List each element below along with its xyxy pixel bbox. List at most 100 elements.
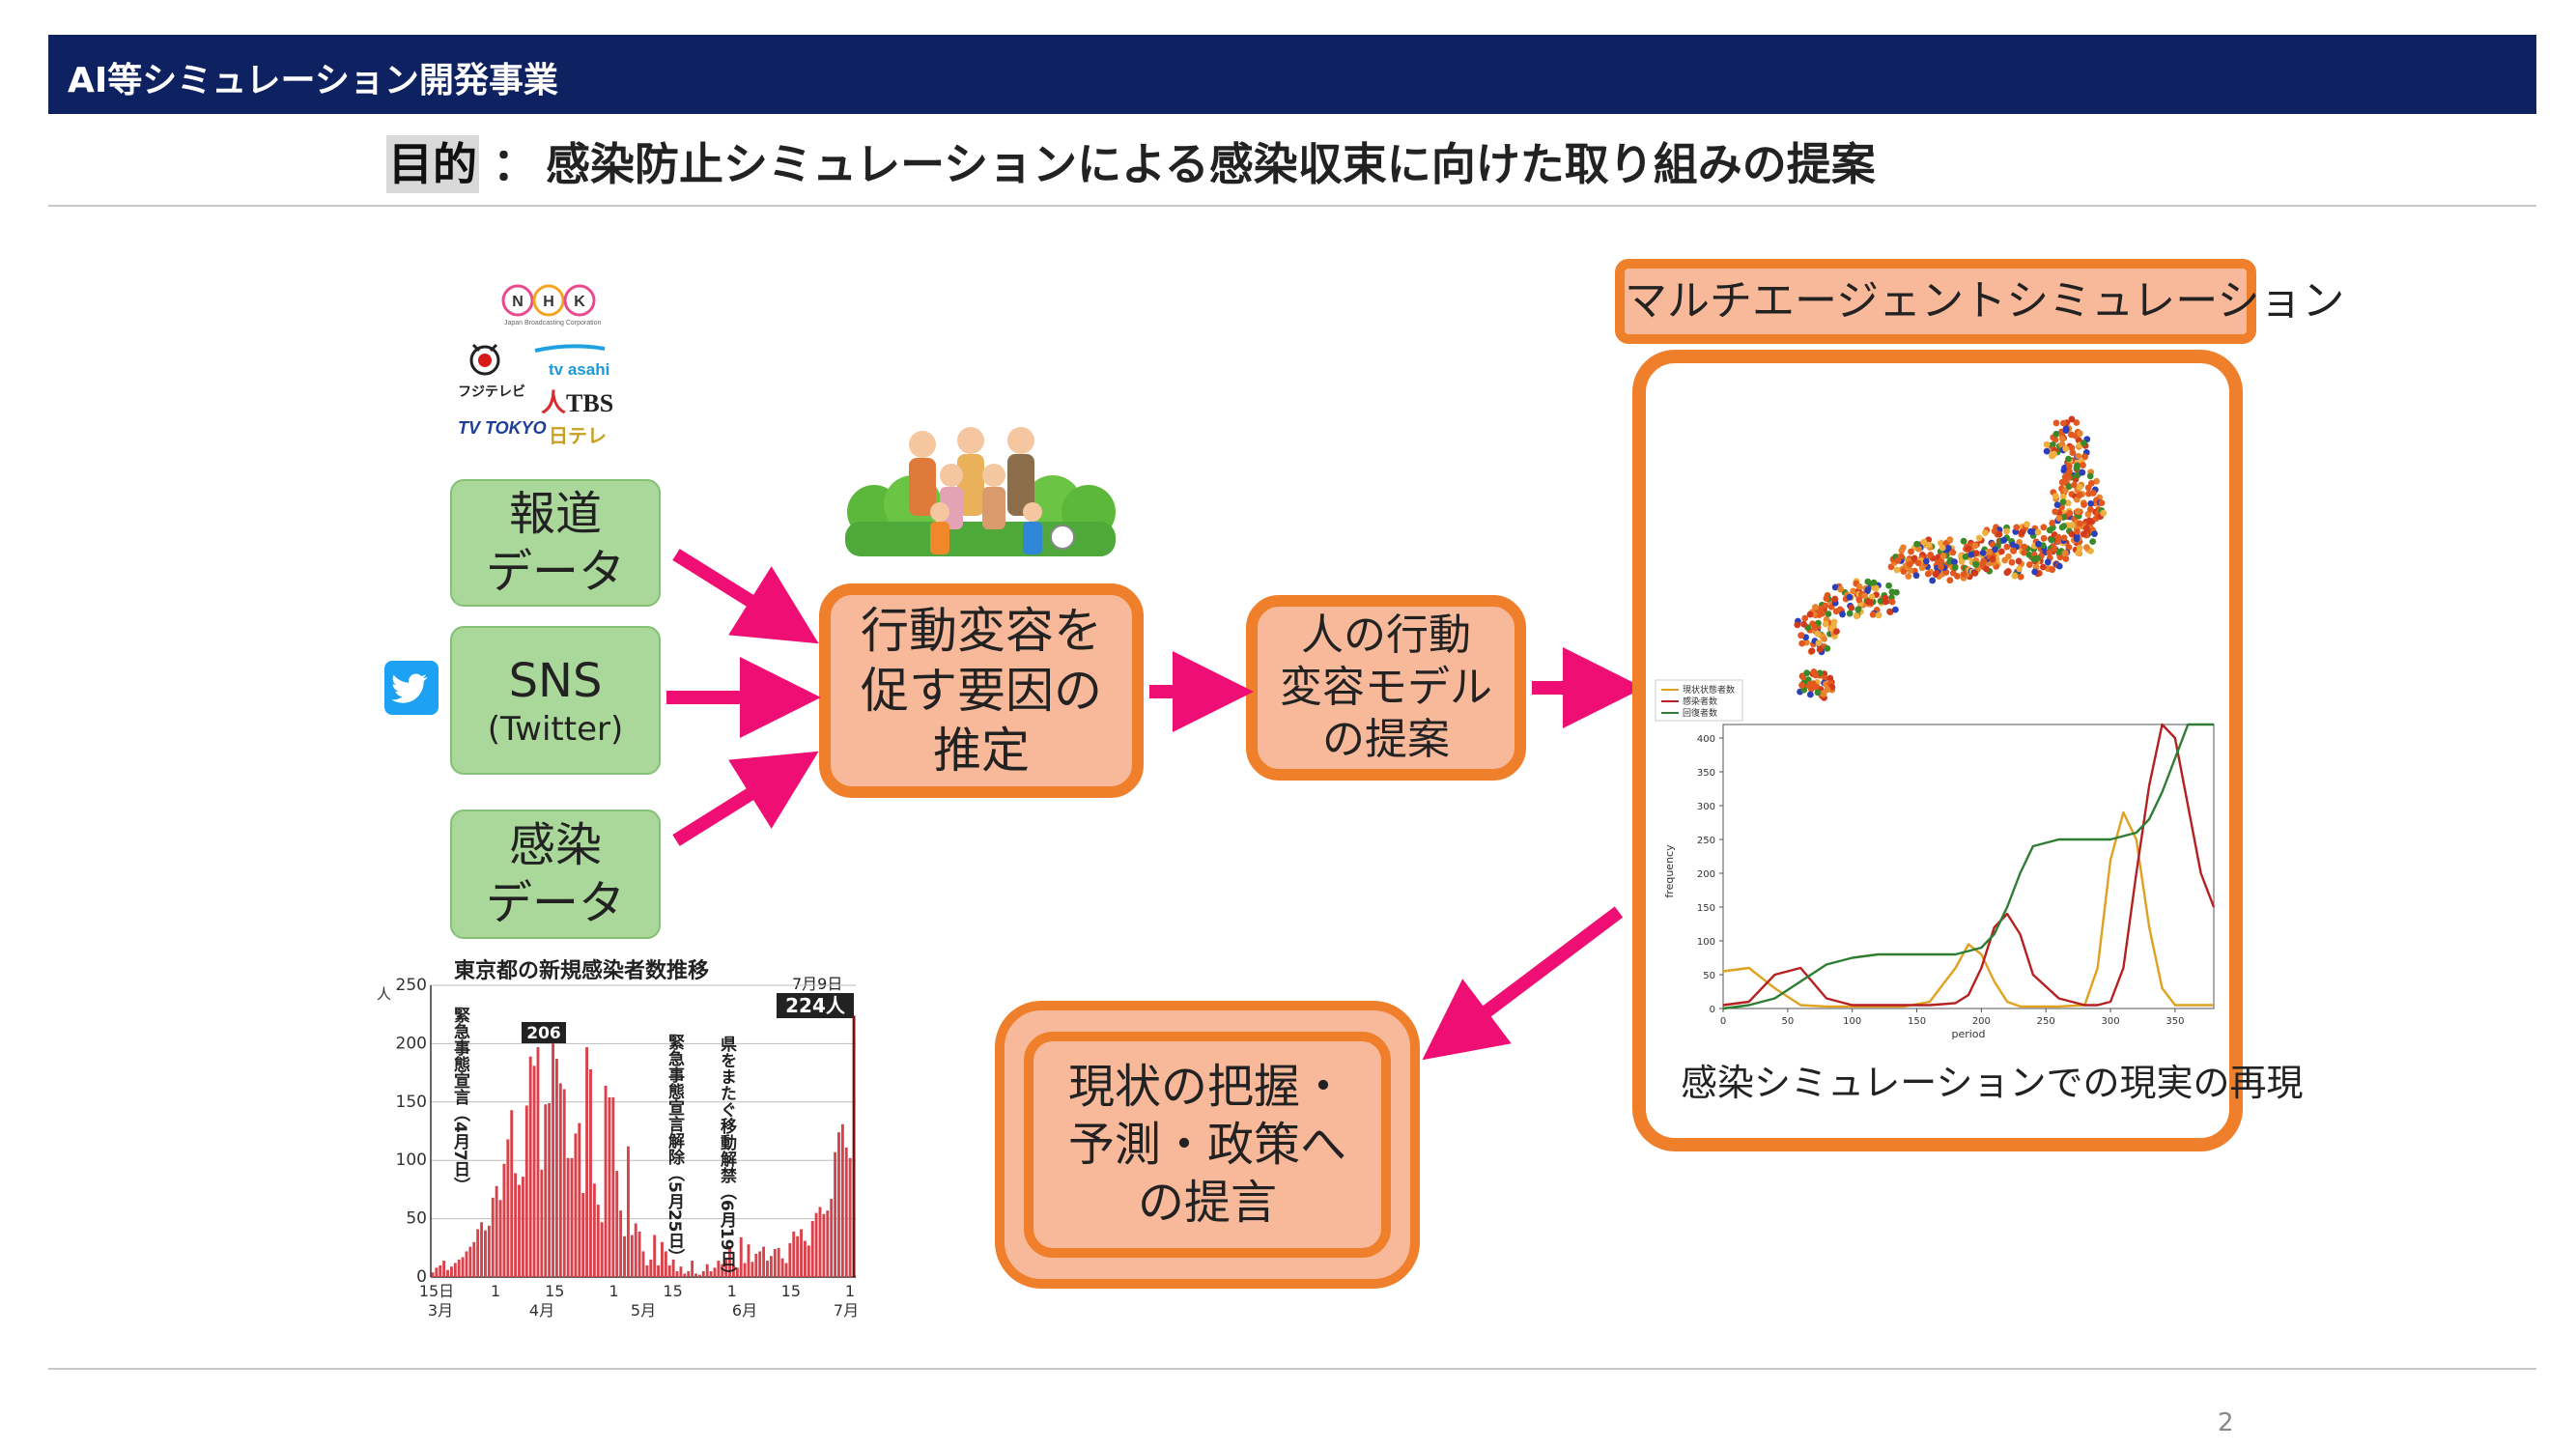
agent-dot (1814, 689, 1822, 696)
agent-dot (1821, 635, 1827, 642)
news-line1: 報道 (508, 487, 602, 541)
agent-dot (2060, 534, 2068, 542)
tokyo-xtick-month: 6月 (732, 1301, 757, 1320)
tokyo-bar (762, 1246, 766, 1277)
agent-dot (2030, 555, 2038, 563)
tokyo-bar (754, 1253, 758, 1277)
agent-dot (2076, 483, 2083, 491)
tokyo-bar (619, 1210, 623, 1277)
estimate-line2: 促す要因の (861, 663, 1102, 719)
agent-dot (2062, 425, 2070, 433)
tvasahi-swoosh-icon (534, 344, 606, 353)
simulation-line-chart: 現状状態者数 感染者数 回復者数 05010015020025030035040… (1655, 679, 2216, 1040)
tokyo-bar (766, 1261, 769, 1277)
tokyo-bar (480, 1222, 484, 1277)
agent-dot (2059, 419, 2067, 427)
agent-dot (2000, 536, 2008, 544)
tokyo-bar (818, 1207, 822, 1277)
sim-ytick-label: 200 (1697, 869, 1715, 880)
tokyo-bar (472, 1241, 476, 1277)
tokyo-bar (758, 1251, 762, 1277)
tokyo-bar (476, 1229, 480, 1277)
result-line2: 予測・政策へ (1067, 1118, 1346, 1172)
agent-dot (2046, 526, 2053, 534)
agent-dot (2052, 419, 2060, 427)
agent-dot (1831, 595, 1839, 603)
sim-ytick-label: 100 (1697, 937, 1715, 948)
agent-dot (2027, 527, 2034, 535)
tvasahi-logo: tv asahi (549, 360, 610, 379)
tokyo-bar (657, 1264, 661, 1277)
agent-dot (1864, 578, 1872, 585)
agent-dot (2049, 520, 2056, 526)
sim-ytick-label: 350 (1697, 768, 1715, 779)
agent-dot (1989, 541, 1996, 549)
tokyo-bar (653, 1235, 657, 1277)
tokyo-bar (540, 1169, 544, 1277)
tokyo-xtick-day: 1 (727, 1282, 737, 1300)
tokyo-bar (743, 1263, 747, 1277)
tokyo-bar (528, 1056, 532, 1277)
tokyo-bar (465, 1251, 468, 1277)
agent-dot (2082, 544, 2090, 552)
tokyo-bar (544, 1104, 548, 1277)
tokyo-peak-badge (777, 993, 854, 1018)
agent-dot (2087, 499, 2095, 507)
agent-dot (1864, 586, 1872, 593)
agent-dot (2019, 528, 2025, 536)
agent-dot (2065, 455, 2072, 463)
agent-dot (1960, 537, 1967, 545)
tokyo-bar (822, 1213, 826, 1277)
agent-dot (2035, 540, 2042, 548)
agent-dot (1869, 611, 1877, 618)
agent-dot (1885, 582, 1892, 589)
agent-dot (1991, 527, 1998, 535)
agent-dot (1960, 570, 1967, 578)
agent-dot (1967, 551, 1975, 558)
agent-dot (1801, 614, 1809, 622)
agent-dot (1898, 547, 1906, 554)
agent-dot (1868, 593, 1876, 601)
agent-dot (2085, 517, 2093, 525)
agent-dot (2058, 524, 2066, 531)
agent-dot (2065, 474, 2073, 481)
agent-dot (1894, 556, 1902, 564)
tvtokyo-logo: TV TOKYO (458, 418, 547, 438)
tokyo-bar (803, 1240, 807, 1277)
agent-dot (2052, 436, 2059, 443)
tokyo-bar (562, 1089, 566, 1277)
news-line2: データ (485, 545, 625, 599)
tokyo-ytick-label: 100 (396, 1151, 427, 1170)
sim-legend-label-2: 回復者数 (1683, 707, 1717, 719)
tokyo-xtick-day: 15 (781, 1282, 801, 1300)
tokyo-bar (679, 1266, 683, 1277)
agent-dot (2086, 472, 2094, 480)
tokyo-bar (521, 1177, 524, 1277)
agent-dot (1971, 570, 1979, 577)
tokyo-bar (807, 1245, 810, 1277)
purpose-tag: 目的 (386, 135, 479, 193)
family-illustration (845, 427, 1116, 556)
tokyo-bars (431, 1015, 856, 1277)
tokyo-bar (694, 1273, 697, 1277)
sim-xtick-label: 100 (1843, 1016, 1861, 1027)
arrow-infection-to-estimate (672, 751, 819, 846)
tokyo-bar (830, 1199, 834, 1277)
agent-dot (2091, 530, 2098, 538)
tokyo-xtick-month: 4月 (529, 1301, 554, 1320)
agent-dot (2003, 543, 2011, 551)
agent-dot (1814, 630, 1822, 638)
infection-line1: 感染 (508, 818, 602, 872)
fuji-logo: フジテレビ (458, 384, 525, 399)
agent-dot (1920, 538, 1928, 546)
agent-dot (1958, 557, 1966, 565)
agent-dot (2080, 530, 2087, 538)
tokyo-bar (683, 1273, 687, 1277)
purpose-separator: ： (493, 138, 537, 190)
sim-legend: 現状状態者数 感染者数 回復者数 (1661, 684, 1735, 719)
tokyo-bar (649, 1259, 653, 1277)
agent-dot (1824, 686, 1831, 694)
agent-dot (1913, 540, 1920, 548)
agent-dot (2013, 524, 2021, 531)
